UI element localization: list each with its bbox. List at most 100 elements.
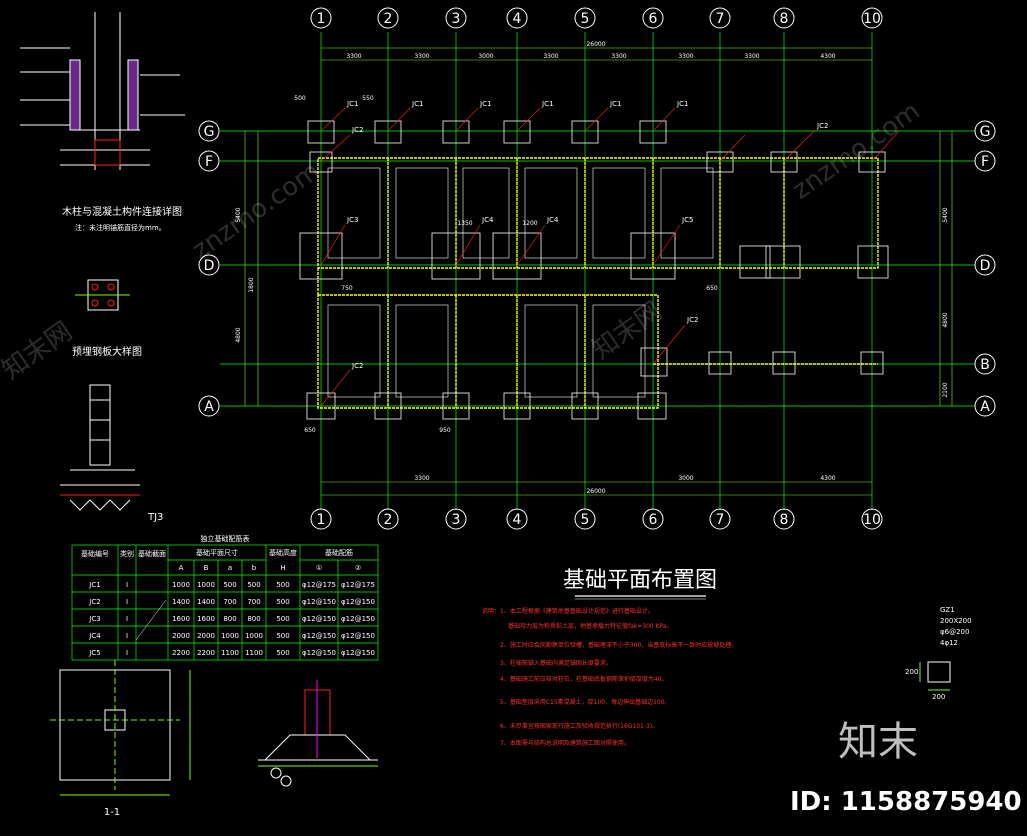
span-dim-4: 3300 [543, 53, 558, 60]
notes-label: 说明： [482, 607, 500, 615]
table-cell: 500 [276, 649, 289, 657]
table-cell: 1600 [172, 615, 190, 623]
table-cell: 500 [223, 581, 236, 589]
grid-label-B-right: B [980, 357, 990, 373]
footing-tag: JC2 [351, 362, 363, 370]
table-title: 独立基础配筋表 [201, 534, 250, 543]
table-cell: 2000 [197, 632, 215, 640]
header-cell: ② [355, 564, 361, 572]
tj3-label: TJ3 [147, 512, 163, 523]
grid-label-D-left: D [204, 258, 215, 274]
grid-label-6-bottom: 6 [649, 512, 658, 528]
note-line: 6、未尽事宜按国家现行施工及验收规范执行(16G101-3)。 [500, 722, 658, 730]
table-cell: φ12@150 [341, 598, 375, 606]
dimension-texts: 26000 3300 3300 3000 3300 3300 3300 3300… [235, 41, 949, 495]
grid-label-G-left: G [204, 124, 215, 140]
table-cell: 700 [247, 598, 260, 606]
table-cell: 1000 [245, 632, 263, 640]
table-cell: φ12@150 [341, 632, 375, 640]
span-dim-b1: 3300 [414, 475, 429, 482]
grid-label-F-left: F [205, 154, 213, 170]
table-cell: JC5 [88, 649, 100, 657]
grid-label-1-top: 1 [317, 11, 326, 27]
watermark-site: znzmo.com [187, 156, 326, 266]
small-dim-e: 650 [304, 427, 316, 434]
span-dim-1: 3300 [346, 53, 361, 60]
wood-column-title: 木柱与混凝土构件连接详图 [62, 205, 182, 218]
grid-label-F-right: F [981, 154, 989, 170]
overall-dim-top: 26000 [586, 41, 605, 48]
plan-axis-lines [220, 32, 975, 510]
table-cell: 1400 [197, 598, 215, 606]
grid-label-4-bottom: 4 [513, 512, 522, 528]
table-cell: φ12@175 [341, 581, 375, 589]
grid-label-5-top: 5 [581, 11, 590, 27]
table-headers: 基础编号 类别 基础截面 基础平面尺寸 基础高度 基础配筋 A B a b H … [81, 548, 361, 572]
watermark-site-cn: 知末网 [587, 296, 668, 365]
header-cell: 基础编号 [81, 549, 109, 558]
gz-dim2: 200 [932, 693, 945, 701]
tj3-detail [60, 384, 140, 511]
watermark-brand: 知末 [838, 719, 918, 765]
table-cell: φ12@150 [341, 615, 375, 623]
embed-plate-detail [75, 279, 130, 311]
footing-section-detail [258, 680, 378, 787]
note-line: 7、本图需与结构总说明及建筑施工图对照使用。 [500, 739, 630, 747]
header-cell: ① [316, 564, 322, 572]
header-group: 基础高度 [269, 548, 297, 557]
small-dim-f: 950 [439, 427, 451, 434]
grid-label-8-top: 8 [780, 11, 789, 27]
span-dim-7: 3300 [744, 53, 759, 60]
header-cell: B [204, 564, 209, 572]
small-dim-g: 1350 [457, 220, 472, 227]
grid-label-10-top: 10 [863, 11, 881, 27]
wood-column-detail [20, 12, 185, 170]
table-cell: 2000 [172, 632, 190, 640]
table-cell: I [126, 581, 128, 589]
table-cell: φ12@150 [302, 615, 336, 623]
drawing-title: 基础平面布置图 [563, 568, 717, 593]
note-line: 3、柱插筋锚入基础内满足锚固长度要求。 [500, 659, 612, 667]
table-cell: φ12@150 [302, 598, 336, 606]
table-cell: 500 [276, 581, 289, 589]
watermark-site: znzmo.com [787, 96, 926, 206]
grid-label-A-right: A [980, 399, 990, 415]
grid-label-8-bottom: 8 [780, 512, 789, 528]
gz-label: GZ1 [940, 606, 955, 614]
header-group: 基础平面尺寸 [196, 548, 238, 557]
column-footings [299, 120, 889, 420]
span-dim-3: 3000 [478, 53, 493, 60]
grid-labels: 1 2 3 4 5 6 7 8 10 1 2 3 4 5 6 7 8 10 G … [204, 11, 991, 528]
footing-tag: JC1 [676, 100, 688, 108]
table-cell: φ12@175 [302, 581, 336, 589]
header-cell: 类别 [120, 549, 134, 558]
room-outlines [327, 167, 714, 398]
table-cell: 1000 [197, 581, 215, 589]
strip-footings [317, 157, 879, 409]
table-cell: JC3 [88, 615, 100, 623]
table-cell: 1400 [172, 598, 190, 606]
table-cell: 800 [247, 615, 260, 623]
footing-tag: JC4 [481, 216, 494, 224]
table-cell: 1600 [197, 615, 215, 623]
table-cell: 500 [276, 598, 289, 606]
footing-tag-leaders [320, 107, 901, 407]
span-dim-5: 3300 [611, 53, 626, 60]
grid-label-6-top: 6 [649, 11, 658, 27]
grid-label-2-bottom: 2 [384, 512, 393, 528]
gz-spec1: 200X200 [940, 617, 972, 625]
grid-label-10-bottom: 10 [863, 512, 881, 528]
footing-tag: JC2 [686, 316, 698, 324]
header-cell: 基础截面 [138, 549, 166, 558]
dimension-lines [244, 47, 953, 496]
footing-plan-detail [50, 660, 191, 796]
note-line: 1、本工程根据《建筑地基基础设计规范》进行基础设计。 [500, 607, 654, 615]
footing-tag: JC2 [816, 122, 828, 130]
note-line: 基础持力层为粉质粘土层，地基承载力特征值fak=300 KPa。 [508, 622, 673, 630]
footing-tag: JC1 [541, 100, 553, 108]
footing-tag: JC1 [479, 100, 491, 108]
table-cell: 1100 [245, 649, 263, 657]
left-dim-1: 5400 [235, 207, 242, 222]
gz-dim1: 200 [905, 668, 918, 676]
